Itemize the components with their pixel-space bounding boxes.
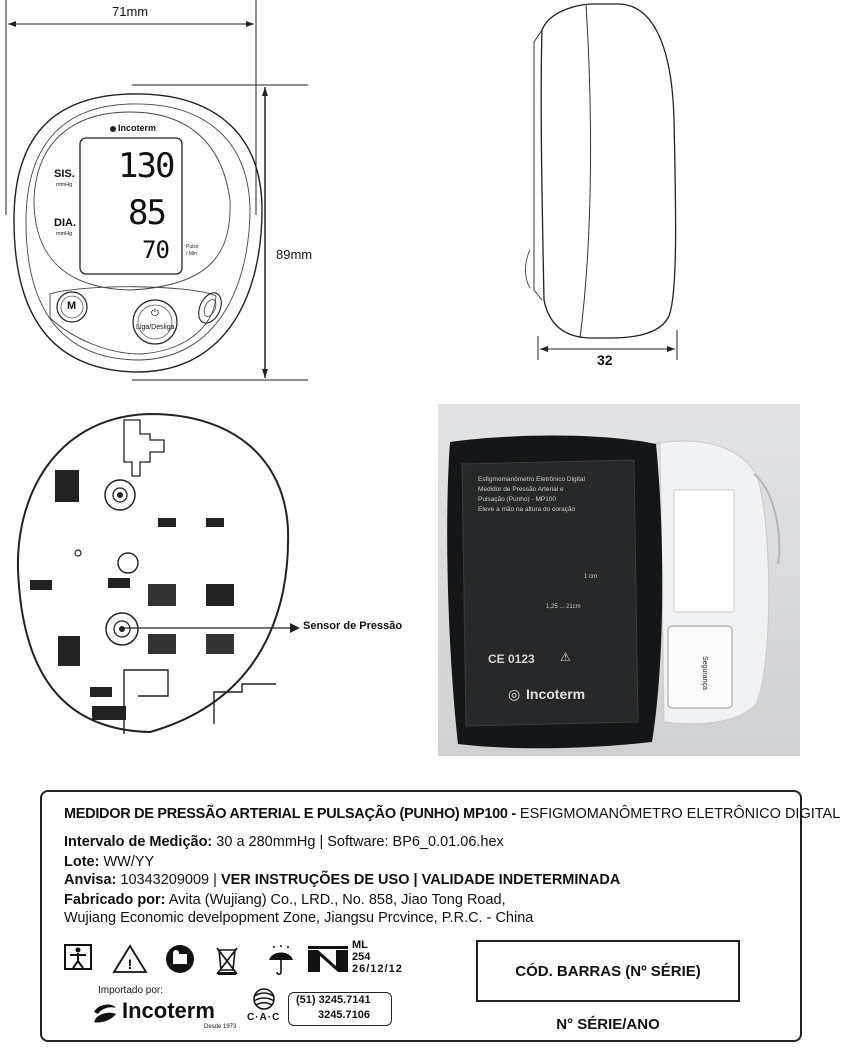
side-view-drawing [525, 3, 678, 360]
pulse-unit-2: / Min [186, 251, 197, 257]
inmetro-seal-icon [308, 946, 348, 972]
pulse-unit-1: Pulso [186, 244, 199, 250]
height-dimension-label: 89mm [276, 247, 313, 262]
cuff-measure-1: 1 cm [584, 574, 598, 580]
cuff-text-4: Eleve a mão na altura do coração [478, 506, 576, 513]
phone-2: 3245.7106 [318, 1009, 370, 1021]
serial-label: N° SÉRIE/ANO [556, 1016, 660, 1033]
importer-brand: Incoterm [122, 998, 215, 1023]
side-label: Segurança [701, 656, 708, 690]
cac-label: C·A·C [247, 1012, 281, 1023]
sys-label: SIS. [54, 168, 75, 180]
label-line-3: Lote: WW/YY [64, 854, 155, 870]
label-line-4: Anvisa: 10343209009 | VER INSTRUÇÕES DE … [64, 872, 621, 888]
ml-text-1: ML [352, 939, 368, 951]
pressure-sensor [105, 612, 139, 646]
brand-logo-text: Incoterm [118, 123, 157, 133]
cuff-text-2: Medidor de Pressão Arterial e [478, 486, 564, 493]
pulse-value: 70 [142, 236, 170, 264]
bf-symbol-icon [64, 944, 92, 970]
importer-label: Importado por: [98, 985, 164, 996]
lcd-screen [79, 137, 183, 275]
barcode-placeholder: CÓD. BARRAS (Nº SÉRIE) [476, 940, 740, 1002]
ml-text-2: 254 [352, 951, 371, 963]
dia-value: 85 [128, 193, 167, 233]
importer-since: Desde 1973 [204, 1024, 237, 1030]
keep-dry-icon [269, 945, 293, 976]
weee-bin-icon [216, 947, 238, 975]
product-photo: Esfigmomanômetro Eletrônico Digital Medi… [438, 404, 800, 756]
globe-icon [253, 988, 275, 1010]
brand-logo-icon [110, 126, 116, 132]
incoterm-logo-icon [94, 1004, 116, 1023]
cuff-text-3: Pulsação (Punho) - MP100 [478, 496, 557, 503]
front-view-drawing [5, 0, 308, 381]
svg-text:!: ! [128, 956, 133, 972]
power-button-label: Liga/Desliga [136, 324, 175, 331]
sensor-label: Sensor de Pressão [303, 620, 403, 632]
label-line-5: Fabricado por: Avita (Wujiang) Co., LRD.… [64, 892, 506, 908]
cuff-brand: Incoterm [526, 686, 586, 702]
sys-value: 130 [118, 146, 175, 186]
read-instructions-icon [166, 945, 194, 973]
barcode-label: CÓD. BARRAS (Nº SÉRIE) [515, 962, 701, 980]
width-dimension-label: 71mm [112, 4, 149, 19]
ml-text-3: 26/12/12 [352, 963, 403, 975]
cuff-text-1: Esfigmomanômetro Eletrônico Digital [478, 476, 585, 483]
label-line-1: MEDIDOR DE PRESSÃO ARTERIAL E PULSAÇÃO (… [64, 806, 841, 822]
label-line-6: Wujiang Economic develpopment Zone, Jian… [64, 910, 534, 926]
cuff-measure-2: 1,25 ... 21cm [546, 604, 581, 610]
m-button-outline [56, 291, 88, 323]
dia-unit: mmHg [56, 231, 73, 237]
phone-1: (51) 3245.7141 [296, 994, 371, 1006]
phone-box [288, 992, 392, 1026]
power-button-outline [132, 299, 178, 345]
ce-mark: CE 0123 [488, 652, 535, 666]
product-label: MEDIDOR DE PRESSÃO ARTERIAL E PULSAÇÃO (… [40, 790, 840, 1042]
photo-shapes [447, 435, 781, 749]
cuff-logo-icon: ◎ [508, 686, 521, 702]
warning-triangle-icon: ! [112, 944, 148, 973]
dia-label: DIA. [54, 217, 76, 229]
side-button [198, 292, 222, 324]
m-button-label: M [67, 300, 77, 312]
internal-view-drawing [16, 412, 300, 734]
warning-icon: ⚠ [560, 650, 571, 664]
label-line-2: Intervalo de Medição: 30 a 280mmHg | Sof… [64, 834, 504, 850]
depth-dimension-label: 32 [597, 352, 613, 368]
sys-unit: mmHg [56, 182, 73, 188]
power-icon: ⏻ [151, 308, 159, 319]
